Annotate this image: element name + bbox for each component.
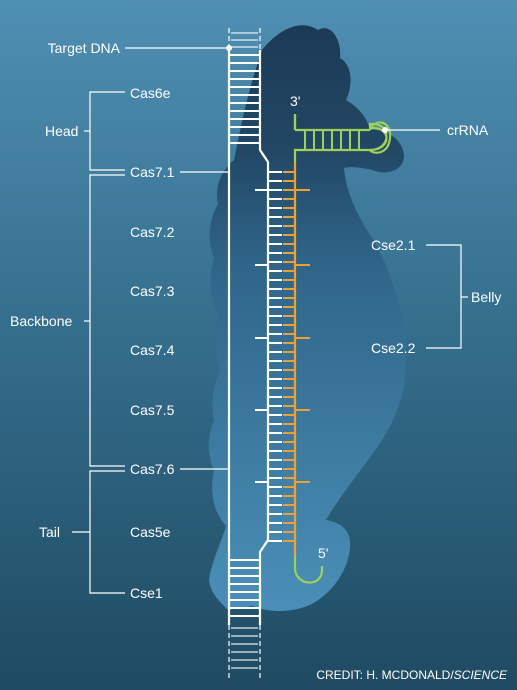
label-three-prime: 3': [290, 93, 300, 109]
bracket-lines-right: [426, 244, 468, 349]
crrna-hairpin-loop: [368, 121, 392, 154]
dna-base-pairs-top: [229, 32, 260, 144]
credit-prefix: CREDIT: H. MCDONALD/: [316, 668, 454, 682]
subunit-cse2-2: Cse2.2: [371, 340, 416, 356]
leader-crrna-dot: [382, 127, 388, 133]
bracket-lines-left: [72, 91, 229, 594]
label-target-dna: Target DNA: [48, 40, 121, 56]
subunit-cas6e: Cas6e: [130, 85, 171, 101]
crrna-five-prime-hook: [293, 555, 324, 584]
label-tail-group: Tail: [39, 524, 60, 540]
leader-target-dna-dot: [226, 45, 232, 51]
subunit-cas7-4: Cas7.4: [130, 342, 175, 358]
crrna-target-pairing: [268, 171, 295, 542]
crrna-hairpin-pairs: [304, 130, 360, 150]
subunit-cas7-1: Cas7.1: [130, 164, 175, 180]
label-crrna: crRNA: [447, 122, 489, 138]
subunit-cas7-6: Cas7.6: [130, 461, 175, 477]
label-head-group: Head: [45, 123, 78, 139]
label-belly-group: Belly: [471, 289, 501, 305]
subunit-cas7-2: Cas7.2: [130, 224, 175, 240]
subunit-cse2-1: Cse2.1: [371, 237, 416, 253]
credit-source: SCIENCE: [454, 668, 508, 682]
belly-bracket: [426, 244, 462, 349]
label-backbone-group: Backbone: [10, 313, 72, 329]
backbone-bracket: [89, 174, 125, 467]
subunit-cas5e: Cas5e: [130, 524, 171, 540]
subunit-cas7-5: Cas7.5: [130, 402, 175, 418]
subunit-cas7-3: Cas7.3: [130, 283, 175, 299]
subunit-cse1: Cse1: [130, 585, 163, 601]
label-five-prime: 5': [318, 545, 328, 561]
seahorse-silhouette: [208, 25, 407, 612]
tail-bracket: [89, 470, 125, 594]
crrna-ticks: [295, 189, 310, 483]
head-bracket: [89, 91, 125, 171]
dna-base-pairs-bottom: [229, 559, 260, 669]
credit-line: CREDIT: H. MCDONALD/SCIENCE: [316, 668, 508, 682]
dna-ticks-middle: [255, 189, 268, 483]
